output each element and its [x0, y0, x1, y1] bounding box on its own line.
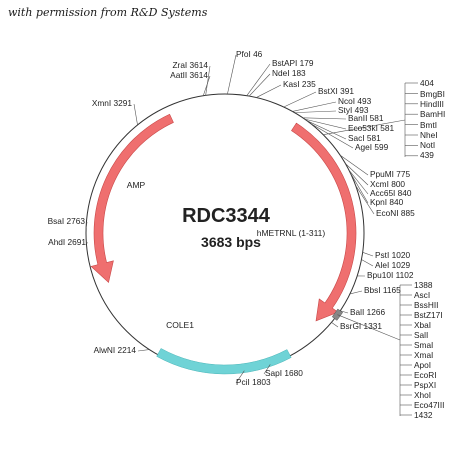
cluster-bottom-label: BssHII [414, 300, 438, 310]
site-leader [345, 163, 369, 186]
cluster-bottom-label: AscI [414, 290, 430, 300]
plasmid-name: RDC3344 [182, 205, 271, 227]
site-leader [133, 103, 138, 126]
amp-label: AMP [127, 180, 146, 190]
cluster-top-label: BmtI [420, 120, 437, 130]
site-leader [294, 110, 337, 113]
cluster-bottom-label: XhoI [414, 390, 431, 400]
site-leader [340, 310, 349, 314]
cluster-top-label: HindIII [420, 99, 444, 109]
site-leader [361, 259, 374, 267]
cluster-top-label: BmgBI [420, 89, 445, 99]
site-leader [362, 252, 374, 257]
site-leader [256, 84, 282, 98]
site-label: BanII 581 [348, 113, 384, 123]
cluster-bottom-label: BstZ17I [414, 310, 443, 320]
site-label: KpnI 840 [370, 197, 404, 207]
site-label: XcmI 800 [370, 179, 405, 189]
site-leader [348, 169, 369, 195]
site-label: AgeI 599 [355, 142, 389, 152]
site-label: EcoNI 885 [376, 208, 415, 218]
site-label: ZraI 3614 [172, 60, 208, 70]
site-label: Bpu10I 1102 [367, 270, 414, 280]
site-label: KasI 235 [283, 79, 316, 89]
site-leader [310, 123, 354, 149]
site-leader [292, 101, 337, 112]
site-label: PfoI 46 [236, 49, 263, 59]
site-label: Acc65I 840 [370, 188, 412, 198]
permission-note: with permission from R&D Systems [8, 6, 208, 19]
amp-arrow [90, 113, 174, 283]
site-leader [248, 73, 271, 97]
cluster-top-label: 439 [420, 150, 434, 160]
cluster-bottom-label: XmaI [414, 350, 433, 360]
cluster-bottom-label: ApoI [414, 360, 431, 370]
cluster-top-label: 404 [420, 78, 434, 88]
site-leader [340, 155, 369, 176]
cluster-top-label: NotI [420, 140, 435, 150]
site-leader [331, 322, 339, 328]
site-label: BstAPI 179 [272, 58, 314, 68]
site-leader [85, 221, 88, 229]
cluster-bottom-label: SmaI [414, 340, 433, 350]
site-label: AleI 1029 [375, 260, 410, 270]
site-label: BsaI 2763 [48, 216, 86, 226]
site-leader [205, 65, 211, 96]
site-label: NdeI 183 [272, 68, 306, 78]
site-label: NcoI 493 [338, 96, 372, 106]
site-label: AlwNI 2214 [94, 345, 137, 355]
site-label: SapI 1680 [265, 368, 303, 378]
site-label: BbsI 1165 [364, 285, 401, 295]
cluster-bottom-label: SalI [414, 330, 428, 340]
site-label: BalI 1266 [350, 307, 385, 317]
cluster-top-label: NheI [420, 130, 438, 140]
cluster-bottom-leader [337, 314, 401, 341]
site-label: Eco53kI 581 [348, 123, 395, 133]
site-label: AatII 3614 [170, 70, 208, 80]
plasmid-size: 3683 bps [201, 234, 261, 250]
site-leader [137, 349, 150, 352]
site-label: PciI 1803 [236, 377, 271, 387]
site-leader [304, 118, 347, 130]
site-label: AhdI 2691 [48, 237, 86, 247]
site-leader [263, 364, 271, 375]
site-label: SacI 581 [348, 133, 381, 143]
cluster-bottom-label: XbaI [414, 320, 431, 330]
cluster-top-label: BamHI [420, 109, 445, 119]
site-label: StyI 493 [338, 105, 369, 115]
site-leader [246, 63, 271, 96]
cluster-bottom-label: Eco47III [414, 400, 444, 410]
site-leader [227, 54, 237, 95]
cole1-band [156, 348, 292, 375]
cluster-bottom-label: 1388 [414, 280, 433, 290]
site-label: BstXI 391 [318, 86, 354, 96]
site-leader [202, 75, 211, 96]
site-leader [355, 185, 375, 215]
insert-arrow [291, 122, 357, 322]
site-label: BsrGI 1331 [340, 321, 382, 331]
site-label: PpuMI 775 [370, 169, 411, 179]
cluster-bottom-label: 1432 [414, 410, 433, 420]
site-leader [349, 290, 363, 295]
cluster-bottom-label: EcoRI [414, 370, 437, 380]
site-leader [302, 117, 347, 120]
site-label: XmnI 3291 [92, 98, 133, 108]
cluster-top-leader [323, 119, 406, 136]
cluster-bottom-label: PspXI [414, 380, 436, 390]
site-leader [283, 91, 317, 108]
site-leader [235, 370, 245, 384]
site-label: PstI 1020 [375, 250, 410, 260]
insert-label: hMETRNL (1-311) [257, 228, 326, 238]
cole1-label: COLE1 [166, 320, 194, 330]
site-leader [306, 120, 347, 140]
site-leader [349, 171, 369, 204]
